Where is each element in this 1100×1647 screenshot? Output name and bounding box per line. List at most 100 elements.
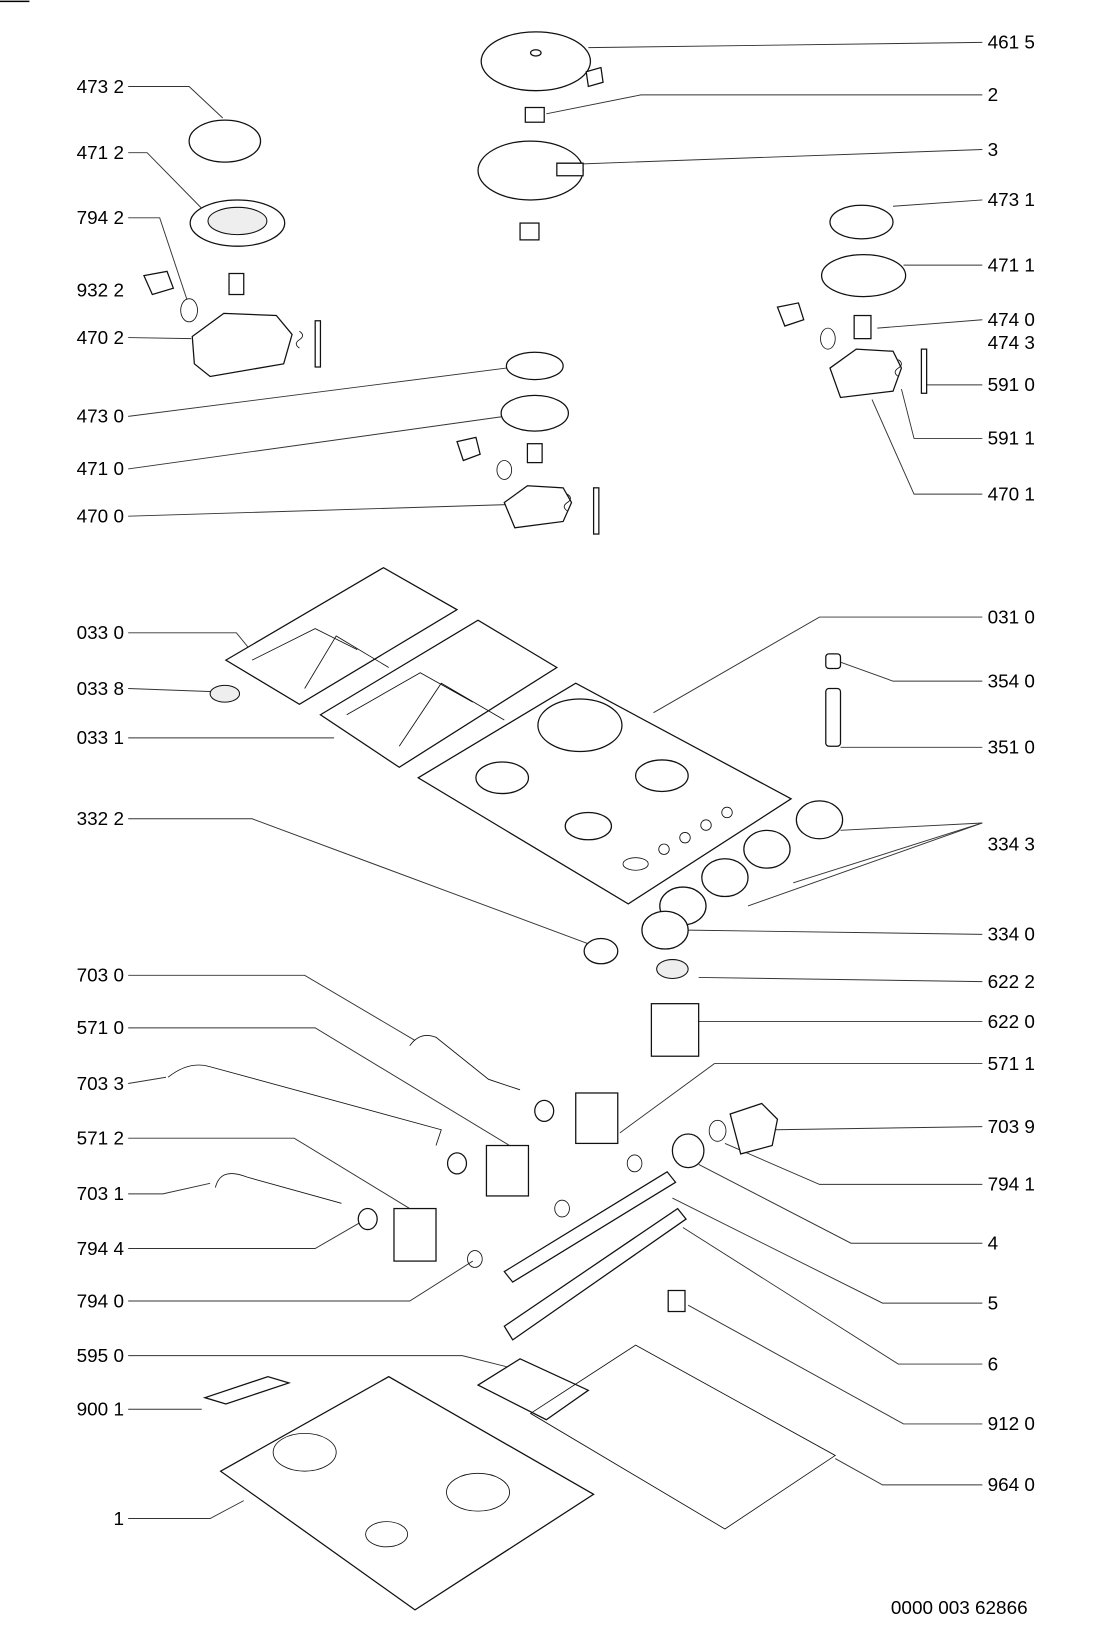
part-label: 031 0 [988, 607, 1035, 628]
part-label: 703 1 [77, 1184, 124, 1205]
nut-large [671, 1133, 705, 1169]
knob-hole-2 [679, 832, 691, 844]
leader-line [840, 661, 983, 682]
leader-line [688, 929, 983, 935]
part-label: 471 1 [988, 255, 1035, 276]
gas-pipe-long [167, 1064, 442, 1146]
part-label: 794 2 [77, 208, 124, 229]
gas-pipe-short [214, 1173, 342, 1204]
part-label: 474 3 [988, 333, 1035, 354]
leader-line [128, 688, 213, 693]
washer-2 [554, 1199, 570, 1218]
cutout-right [634, 759, 689, 793]
knob-hole-3 [700, 819, 712, 831]
injector [228, 272, 245, 296]
base-recess-front [365, 1521, 409, 1548]
seal-3 [357, 1207, 378, 1231]
burner-cap-right [829, 204, 894, 240]
knob-3 [701, 858, 749, 898]
part-label: 794 4 [77, 1239, 124, 1260]
leader-line [672, 1197, 983, 1304]
screw [667, 1289, 686, 1313]
leader-line [682, 1227, 983, 1365]
sealing-gasket [529, 1344, 837, 1530]
part-label: 571 1 [988, 1054, 1035, 1075]
leader-line [128, 1220, 363, 1249]
cutout-front [564, 811, 613, 841]
gas-manifold [503, 1170, 677, 1283]
leader-line [128, 974, 416, 1041]
part-label: 2 [988, 85, 999, 106]
thermocouple-right [920, 348, 928, 394]
part-label: 354 0 [988, 671, 1035, 692]
washer-3 [467, 1250, 483, 1268]
part-label: 571 0 [77, 1018, 124, 1039]
switch-hole [622, 857, 649, 871]
part-label: 591 1 [988, 429, 1035, 450]
part-label: 471 2 [77, 143, 124, 164]
elbow-connector [729, 1102, 779, 1155]
leader-line [572, 149, 983, 165]
burner-crown-right [820, 253, 907, 298]
knob-2 [743, 829, 791, 869]
knob-hole-1 [658, 843, 670, 855]
leader-line [775, 1126, 983, 1131]
leader-line [128, 1355, 526, 1372]
leader-line [128, 1500, 244, 1519]
cutout-large [537, 698, 623, 753]
pan-support-large-ribs [346, 672, 505, 747]
part-label: 964 0 [988, 1475, 1035, 1496]
leader-line [653, 616, 983, 714]
fixing-clamp [202, 1375, 292, 1405]
burner-cap-middle [505, 351, 564, 381]
thermocouple [314, 320, 322, 368]
drawing-code: 0000 003 62866 [891, 1598, 1028, 1619]
ignition-unit [476, 1358, 590, 1421]
part-label: 622 0 [988, 1012, 1035, 1033]
seal-ring-middle [496, 460, 513, 480]
part-label: 703 9 [988, 1117, 1035, 1138]
nut-lower [519, 222, 540, 241]
washer-elbow [708, 1119, 727, 1142]
switch-block [650, 1003, 700, 1057]
spark-button [825, 687, 842, 747]
part-label: 033 1 [77, 728, 124, 749]
part-label: 1 [113, 1509, 124, 1530]
part-label: 461 5 [988, 33, 1035, 54]
spring [295, 330, 303, 349]
leader-line [128, 152, 203, 209]
leader-line [128, 367, 507, 417]
leader-line [835, 1458, 983, 1486]
part-label: 703 0 [77, 966, 124, 987]
part-label: 571 2 [77, 1128, 124, 1149]
part-label: 351 0 [988, 738, 1035, 759]
part-label: 591 0 [988, 375, 1035, 396]
leader-line [724, 1142, 983, 1185]
spring-right [894, 359, 902, 377]
leader-line [747, 822, 983, 907]
rubber-foot [209, 684, 241, 703]
part-label: 470 2 [77, 328, 124, 349]
switch-knob [583, 937, 619, 965]
nut [524, 106, 545, 123]
hob-top [416, 682, 793, 905]
part-label: 334 3 [988, 834, 1035, 855]
injector-right [853, 314, 872, 340]
leader-line [619, 1063, 983, 1134]
leader-line [128, 1182, 211, 1195]
leader-line [128, 504, 507, 517]
hotplate-center [529, 49, 542, 57]
parts [143, 31, 928, 1611]
gas-tap-2 [485, 1144, 530, 1197]
clip [143, 270, 175, 296]
part-label: 470 0 [77, 506, 124, 527]
part-label: 794 1 [988, 1175, 1035, 1196]
leader-line [128, 1076, 167, 1084]
leader-line [892, 199, 983, 207]
part-label: 471 0 [77, 459, 124, 480]
part-label: 3 [988, 140, 999, 161]
burner-body-left [191, 312, 293, 378]
knob-bezel [656, 959, 689, 979]
leader-line [840, 822, 983, 831]
